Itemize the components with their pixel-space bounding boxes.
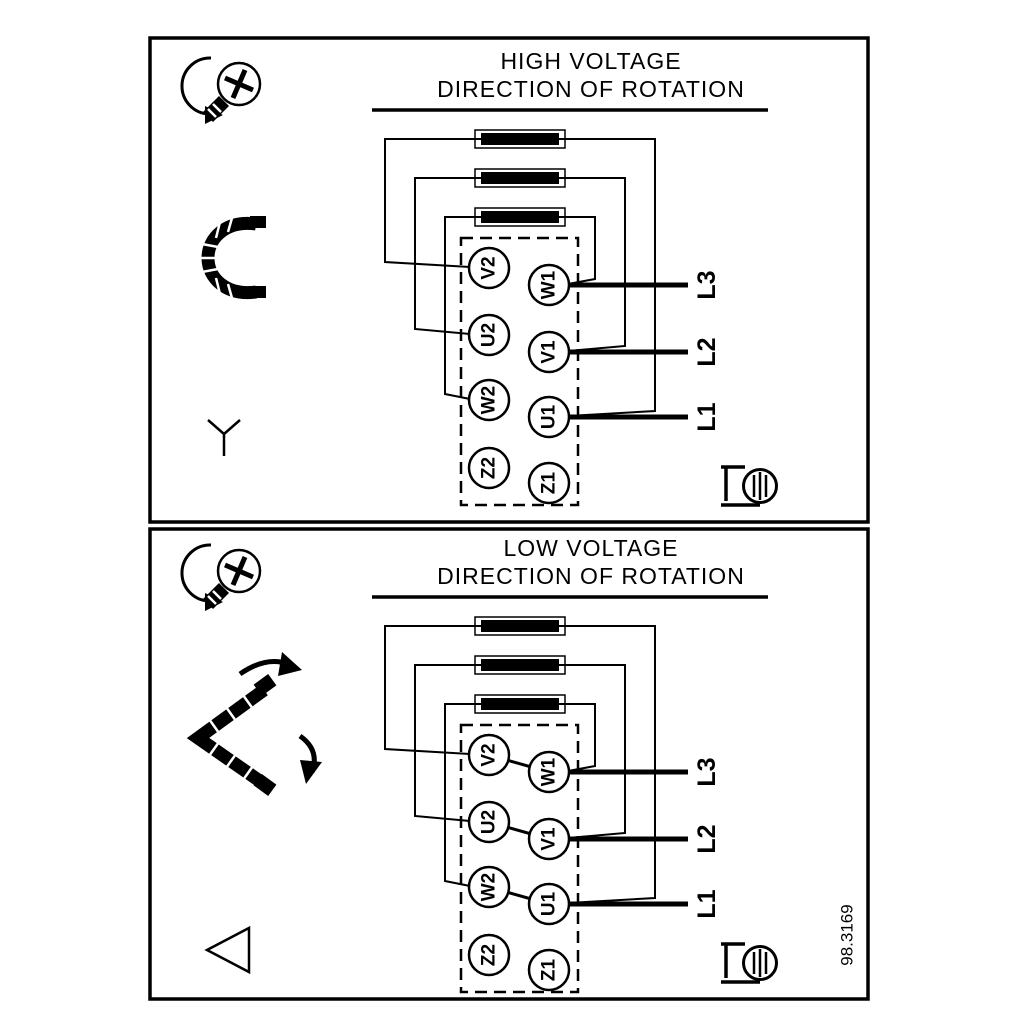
supply-line-l2: L2 xyxy=(569,337,721,367)
terminal-v2: V2 xyxy=(467,733,511,777)
high-panel-frame xyxy=(148,36,870,524)
svg-text:L1: L1 xyxy=(693,402,721,431)
winding-wires xyxy=(384,138,656,417)
svg-text:Z1: Z1 xyxy=(539,471,560,494)
terminal-u2: U2 xyxy=(467,313,511,357)
delta-connection-symbol xyxy=(204,925,251,975)
terminal-u2: U2 xyxy=(467,800,511,844)
terminal-v2: V2 xyxy=(467,246,511,290)
terminal-u1: U1 xyxy=(527,882,571,926)
supply-line-l3: L3 xyxy=(569,757,721,787)
svg-text:U2: U2 xyxy=(479,810,500,834)
svg-text:W2: W2 xyxy=(479,873,500,902)
terminal-u1: U1 xyxy=(527,395,571,439)
svg-text:U1: U1 xyxy=(539,891,560,916)
screw-rotation-icon xyxy=(182,545,260,611)
terminal-w2: W2 xyxy=(467,378,511,422)
star-connection-symbol xyxy=(207,419,241,456)
svg-text:U2: U2 xyxy=(479,323,500,347)
delta-jumper-bracket-icon xyxy=(186,652,322,796)
terminal-block xyxy=(459,236,580,507)
svg-text:Z2: Z2 xyxy=(479,944,500,966)
terminal-block xyxy=(459,723,580,994)
winding-bars xyxy=(474,129,566,227)
svg-text:L2: L2 xyxy=(693,337,721,366)
terminal-z1: Z1 xyxy=(527,948,571,992)
terminal-v1: V1 xyxy=(527,330,571,374)
terminal-v1: V1 xyxy=(527,817,571,861)
svg-text:Z1: Z1 xyxy=(539,958,560,981)
svg-text:V1: V1 xyxy=(539,827,560,851)
star-jumper-bracket-icon xyxy=(200,216,266,300)
terminal-w1: W1 xyxy=(527,750,571,794)
high-voltage-panel: HIGH VOLTAGE DIRECTION OF ROTATION xyxy=(148,36,870,524)
svg-text:V2: V2 xyxy=(479,743,500,766)
figure-number: 98.3169 xyxy=(838,904,857,965)
svg-text:U1: U1 xyxy=(539,404,560,429)
supply-line-l2: L2 xyxy=(569,824,721,854)
svg-text:V1: V1 xyxy=(539,340,560,364)
low-panel-frame xyxy=(148,527,870,1001)
ground-terminal-icon xyxy=(719,465,779,507)
svg-text:W1: W1 xyxy=(539,757,560,786)
svg-text:L2: L2 xyxy=(693,824,721,853)
svg-text:V2: V2 xyxy=(479,256,500,279)
ground-terminal-icon xyxy=(719,942,779,984)
terminal-z1: Z1 xyxy=(527,461,571,505)
terminal-z2: Z2 xyxy=(467,446,511,490)
supply-line-l3: L3 xyxy=(569,270,721,300)
svg-text:Z2: Z2 xyxy=(479,457,500,479)
supply-line-l1: L1 xyxy=(569,889,721,919)
winding-bars xyxy=(474,616,566,714)
high-panel-title-line1: HIGH VOLTAGE xyxy=(500,48,681,74)
terminal-w1: W1 xyxy=(527,263,571,307)
supply-line-l1: L1 xyxy=(569,402,721,432)
svg-text:W1: W1 xyxy=(539,270,560,299)
svg-text:W2: W2 xyxy=(479,386,500,415)
svg-text:L3: L3 xyxy=(693,270,721,299)
high-panel-title-line2: DIRECTION OF ROTATION xyxy=(437,76,745,102)
low-panel-title-line2: DIRECTION OF ROTATION xyxy=(437,563,745,589)
low-panel-title-line1: LOW VOLTAGE xyxy=(503,535,678,561)
screw-rotation-icon xyxy=(182,58,260,124)
low-voltage-panel: LOW VOLTAGE DIRECTION OF ROTATION xyxy=(148,527,870,1001)
winding-wires xyxy=(384,625,656,904)
svg-text:L3: L3 xyxy=(693,757,721,786)
svg-text:L1: L1 xyxy=(693,889,721,918)
terminal-z2: Z2 xyxy=(467,933,511,977)
terminal-w2: W2 xyxy=(467,865,511,909)
